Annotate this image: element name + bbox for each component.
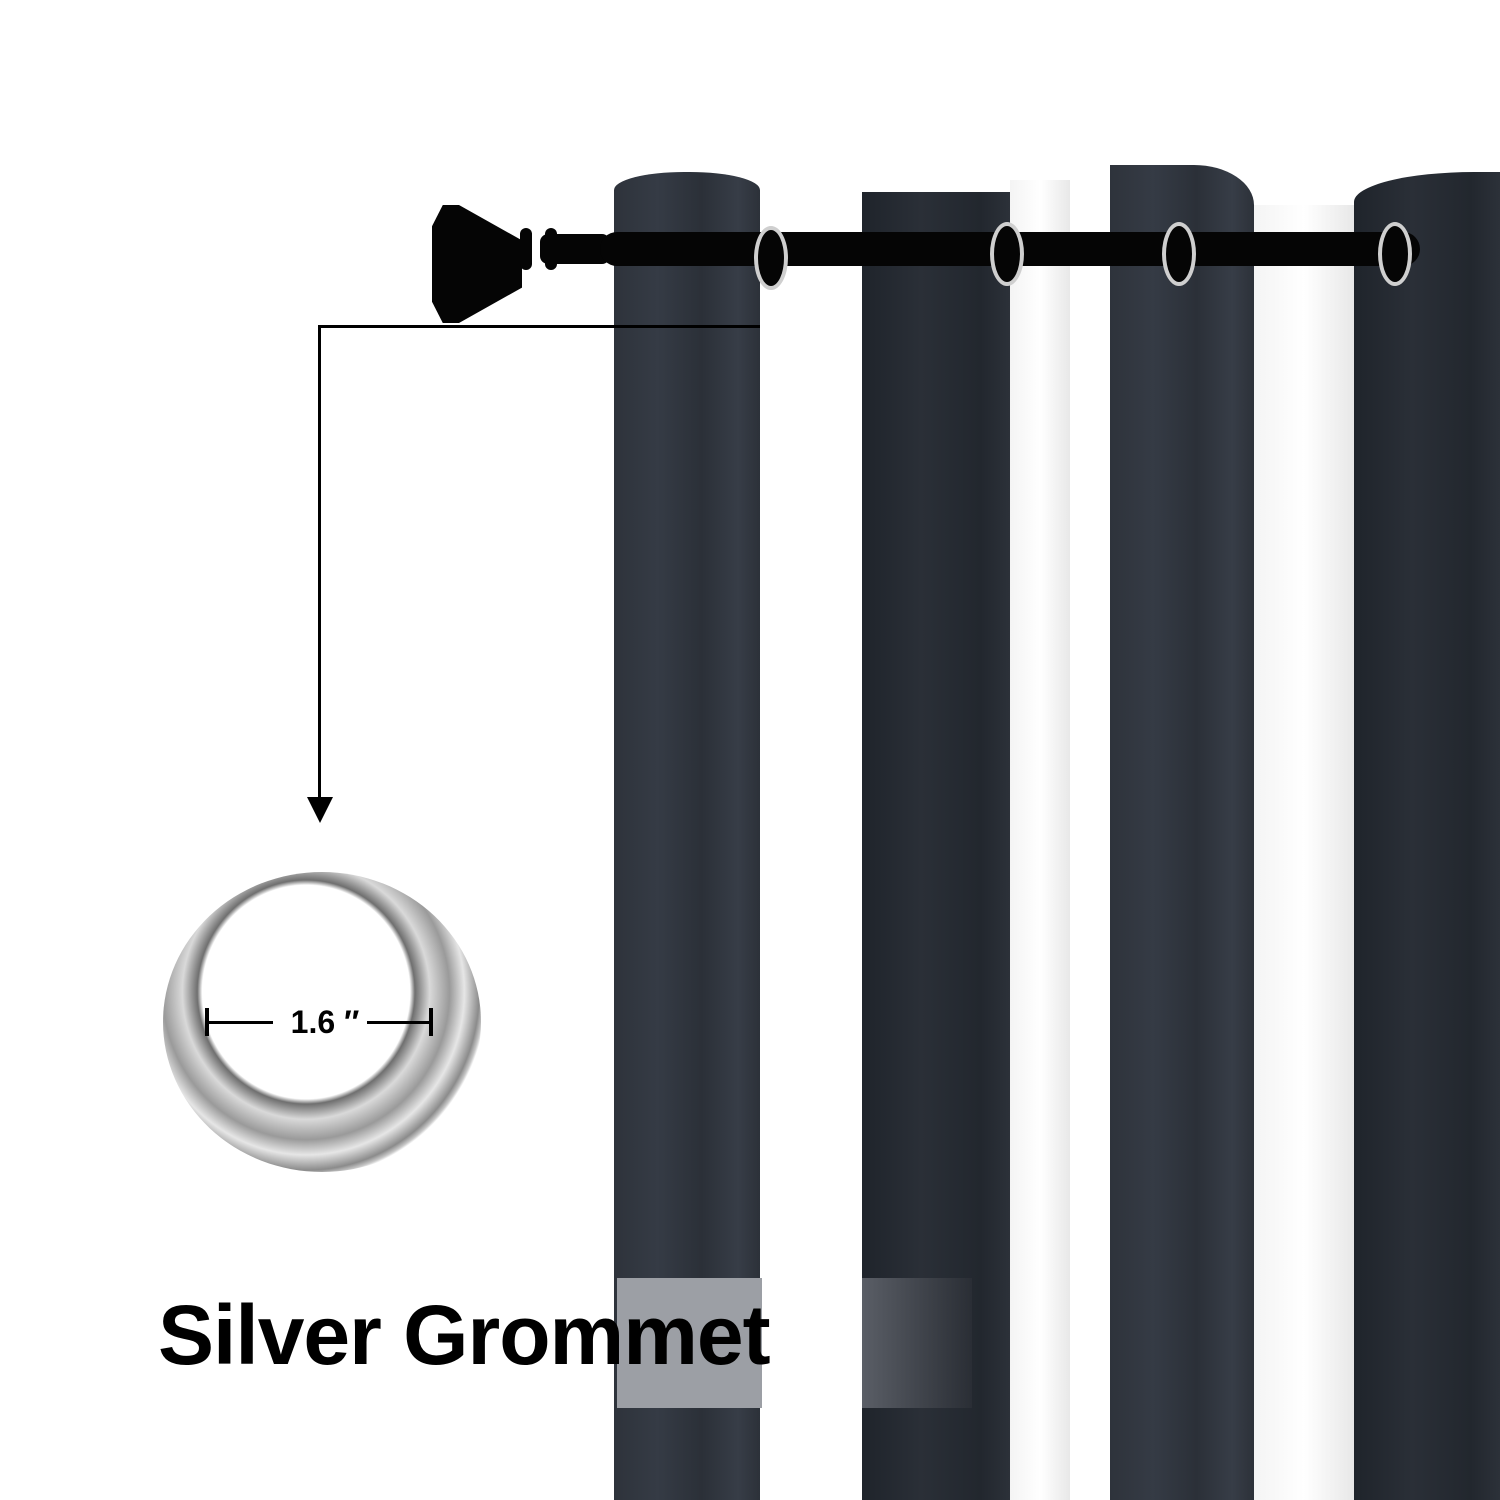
dimension-line — [207, 1021, 273, 1024]
arrow-down-icon — [307, 797, 333, 823]
diameter-dimension: 1.6 ″ — [205, 1005, 435, 1039]
grommet-icon — [990, 222, 1024, 286]
leader-line-horizontal — [318, 325, 760, 328]
finial-ridge — [545, 228, 557, 270]
feature-title: Silver Grommet — [158, 1288, 771, 1382]
finial-ridge — [520, 228, 532, 270]
title-backdrop — [617, 1278, 762, 1408]
curtain-lining — [1254, 205, 1354, 1500]
curtain-panel — [1110, 165, 1254, 1500]
diameter-label: 1.6 ″ — [290, 1004, 360, 1040]
curtain-panel — [1354, 172, 1500, 1500]
title-backdrop — [862, 1278, 972, 1408]
curtain-lining — [1010, 180, 1070, 1500]
leader-line-vertical — [318, 325, 321, 800]
grommet-icon — [1378, 222, 1412, 286]
grommet-icon — [754, 226, 788, 290]
dimension-tick — [429, 1008, 433, 1036]
dimension-line — [367, 1021, 431, 1024]
rod-finial-icon — [432, 205, 522, 323]
grommet-icon — [1162, 222, 1196, 286]
